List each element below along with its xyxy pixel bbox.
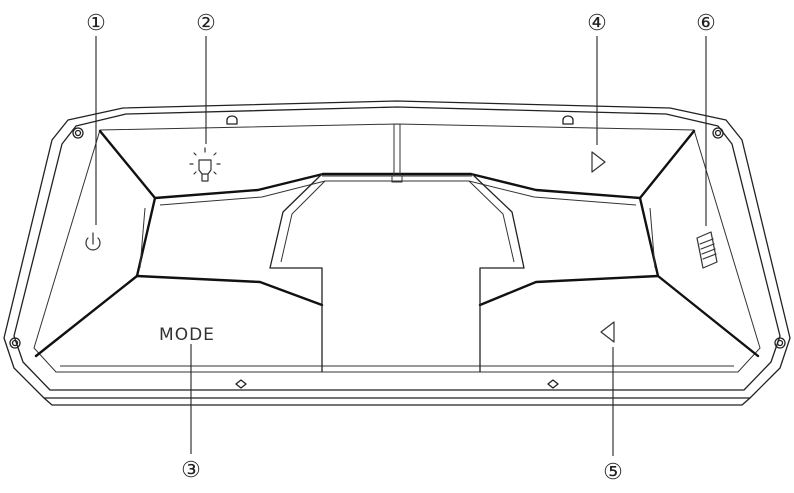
left-arrow-icon[interactable]	[600, 321, 615, 343]
callout-4: ④	[587, 11, 607, 36]
right-arrow-icon[interactable]	[591, 151, 606, 173]
callout-6: ⑥	[696, 11, 716, 36]
screw-holes	[9, 115, 786, 389]
callout-3: ③	[181, 458, 201, 483]
callout-2: ②	[196, 11, 216, 36]
mode-label: MODE	[159, 325, 215, 345]
mode-button[interactable]: MODE	[159, 325, 215, 345]
callout-1: ①	[86, 11, 106, 36]
callout-5: ⑤	[603, 460, 623, 485]
callout-lines	[95, 36, 707, 456]
display-window	[34, 124, 760, 372]
panel-housing	[3, 100, 791, 406]
light-icon[interactable]	[189, 147, 221, 182]
menu-icon[interactable]	[696, 231, 718, 269]
power-icon[interactable]	[85, 232, 101, 251]
